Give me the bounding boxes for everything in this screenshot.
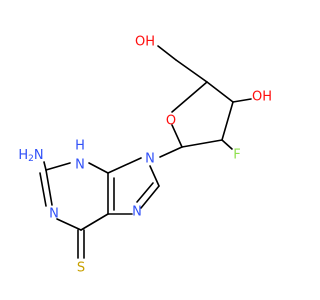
- bond-c6-c5p: [80, 213, 109, 231]
- bond-c2p-n1: [45, 169, 53, 206]
- bonds: [39, 45, 252, 259]
- bond-c8-n7-double: [136, 182, 154, 203]
- bond-c4p-n9: [107, 157, 142, 174]
- atom-n7: N: [132, 205, 142, 220]
- bond-c3-oh: [232, 98, 252, 103]
- atom-labels: OH OH O F H2N H N N N N S: [18, 35, 272, 276]
- atom-nh-n: N: [75, 158, 85, 173]
- bond-c4-c5: [175, 59, 208, 83]
- bond-c2p-n1-double: [39, 172, 47, 207]
- bond-c1-o: [171, 124, 183, 148]
- atom-o-ring: O: [166, 114, 176, 129]
- bond-c3-c2: [221, 101, 234, 141]
- bond-c8-n7: [140, 185, 160, 209]
- bond-c4-c3: [206, 81, 234, 103]
- bond-c2p-nh2: [43, 161, 47, 171]
- atom-oh-right: OH: [252, 90, 272, 105]
- bond-c2-c1: [181, 139, 223, 148]
- molecule-diagram: OH OH O F H2N H N N N N S: [18, 35, 272, 276]
- atom-f: F: [233, 148, 240, 163]
- bond-c2-f: [221, 139, 233, 150]
- atom-n1: N: [49, 207, 59, 222]
- atom-ho-top: OH: [135, 35, 155, 50]
- bond-c4p-nh: [88, 162, 109, 174]
- bond-o-c4: [171, 81, 208, 113]
- atom-n9: N: [145, 152, 155, 167]
- bond-nh-c2p: [45, 162, 71, 171]
- bond-c1-n9: [159, 146, 183, 158]
- bond-n9-c8: [149, 165, 160, 187]
- atom-nh-h: H: [75, 139, 85, 154]
- atom-h2n: H2N: [18, 148, 43, 165]
- bond-c5-o: [157, 45, 177, 61]
- bond-n1-c6: [56, 218, 82, 231]
- atom-s: S: [77, 261, 85, 276]
